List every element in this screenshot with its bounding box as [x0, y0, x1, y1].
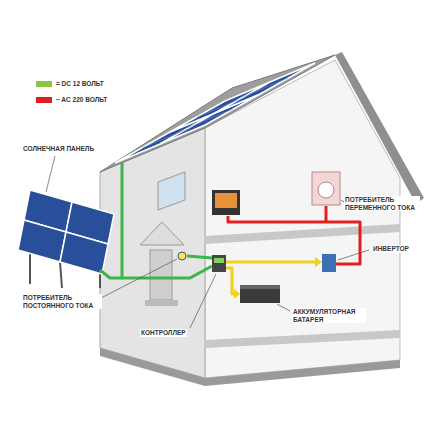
callout-label: ПОТРЕБИТЕЛЬ ПЕРЕМЕННОГО ТОКА	[344, 196, 420, 211]
callout-label: АККУМУЛЯТОРНАЯ БАТАРЕЯ	[292, 308, 366, 323]
legend-item: ~ AC 220 ВОЛЬТ	[36, 96, 107, 103]
solar-module	[170, 82, 270, 132]
monitor-screen	[215, 193, 237, 208]
callout-label: СОЛНЕЧНАЯ ПАНЕЛЬ	[22, 145, 95, 153]
grid-line	[142, 129, 188, 148]
dc-flow	[226, 262, 316, 294]
door	[150, 250, 172, 300]
roof-solar-panels	[115, 63, 315, 163]
dc-lamp	[178, 252, 186, 260]
legend-text: ~ AC 220 ВОЛЬТ	[56, 96, 107, 103]
porch-roof	[140, 222, 184, 245]
ac-consumer	[312, 172, 340, 205]
dc-wire	[100, 270, 122, 278]
dc-arrow	[226, 261, 316, 264]
solar-module	[60, 232, 108, 274]
leader-line	[190, 274, 216, 328]
controller-screen	[214, 258, 224, 263]
porch-step	[145, 300, 178, 306]
battery	[240, 285, 280, 303]
upper-floor	[205, 224, 400, 244]
dc-arrow	[226, 268, 235, 294]
legend-text: = DC 12 ВОЛЬТ	[56, 80, 104, 87]
arrowhead	[234, 289, 240, 299]
solar-module	[18, 220, 66, 262]
dc-wires	[100, 163, 212, 278]
legend-swatch	[36, 81, 52, 87]
ground-solar-panels	[18, 190, 114, 274]
arrowhead	[315, 257, 322, 267]
callout-label: КОНТРОЛЛЕР	[140, 329, 187, 337]
ac-monitor	[212, 190, 240, 215]
panel-grid	[142, 78, 288, 148]
callout-label: ПОТРЕБИТЕЛЬ ПОСТОЯННОГО ТОКА	[22, 294, 102, 309]
leader-line	[338, 250, 369, 260]
ac-wire	[228, 216, 360, 264]
stand-leg	[60, 262, 62, 288]
window	[158, 172, 185, 210]
callout-label: ИНВЕРТОР	[372, 245, 410, 253]
ac-wires	[228, 206, 360, 264]
ac-wire	[325, 206, 328, 222]
dc-wire	[122, 163, 212, 278]
leader-line	[99, 259, 177, 299]
machine-door	[318, 182, 334, 198]
stand-leg	[29, 250, 31, 284]
inverter	[322, 254, 336, 272]
roof-edge	[335, 52, 424, 204]
solar-module	[115, 113, 215, 163]
grid-line	[187, 109, 233, 128]
legend-swatch	[36, 97, 52, 103]
foundation	[100, 348, 400, 386]
roof-slope	[100, 55, 335, 172]
legend-item: = DC 12 ВОЛЬТ	[36, 80, 104, 87]
battery-top	[240, 285, 280, 289]
solar-module	[160, 94, 260, 144]
controller	[212, 255, 226, 272]
ground-floor	[205, 330, 400, 348]
leader-line	[46, 156, 55, 192]
leader-line	[277, 304, 290, 311]
dc-wire	[187, 256, 212, 258]
grid-line	[242, 78, 288, 97]
solar-module	[215, 63, 315, 113]
